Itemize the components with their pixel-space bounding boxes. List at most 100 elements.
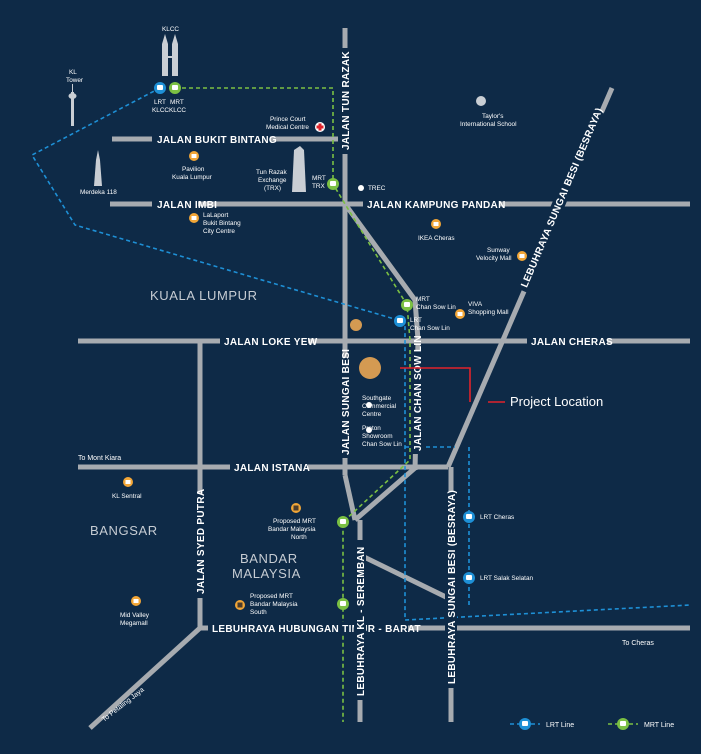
label-southgate-3: Centre bbox=[362, 411, 382, 418]
mall-sunway-icon bbox=[517, 251, 527, 261]
legend: LRT Line MRT Line bbox=[510, 718, 674, 730]
mall-lalaport-icon bbox=[189, 213, 199, 223]
label-mrt-trx-2: TRX bbox=[312, 183, 326, 190]
label-mrt-csl-1: MRT bbox=[416, 296, 430, 303]
label-southgate-2: Commercial bbox=[362, 403, 396, 410]
label-jalan-sungai-besi: JALAN SUNGAI BESI bbox=[341, 349, 352, 455]
label-trx-2: Exchange bbox=[258, 177, 287, 184]
label-lrt-csl-1: LRT bbox=[410, 317, 422, 324]
project-location-marker[interactable] bbox=[359, 357, 381, 379]
merdeka-118-icon bbox=[94, 150, 102, 186]
label-jalan-imbi: JALAN IMBI bbox=[157, 200, 217, 211]
label-mrt-trx-1: MRT bbox=[312, 175, 326, 182]
label-mrt-csl-2: Chan Sow Lin bbox=[416, 304, 456, 311]
klcc-towers-icon bbox=[162, 34, 178, 76]
direction-mont-kiara: To Mont Kiara bbox=[78, 455, 121, 462]
label-kl-tower-1: KL bbox=[69, 69, 77, 76]
station-lrt-chan-sow-lin[interactable] bbox=[394, 315, 406, 327]
label-lebuhraya-hubungan: LEBUHRAYA HUBUNGAN TIMUR - BARAT bbox=[212, 624, 421, 635]
area-bandar-malaysia-1: BANDAR bbox=[240, 551, 298, 566]
trx-tower-icon bbox=[292, 146, 306, 192]
direction-cheras: To Cheras bbox=[622, 640, 654, 647]
label-bmn-1: Proposed MRT bbox=[273, 518, 316, 525]
label-lalaport-2: Bukit Bintang bbox=[203, 220, 241, 227]
area-bandar-malaysia-2: MALAYSIA bbox=[232, 566, 301, 581]
label-taylors-1: Taylor's bbox=[482, 113, 503, 120]
label-kl-sentral: KL Sentral bbox=[112, 493, 142, 500]
label-viva-1: VIVA bbox=[468, 301, 483, 308]
label-bmn-2: Bandar Malaysia bbox=[268, 526, 316, 533]
label-lrt-cheras: LRT Cheras bbox=[480, 514, 514, 521]
label-jalan-loke-yew: JALAN LOKE YEW bbox=[224, 337, 318, 348]
label-bmn-3: North bbox=[291, 534, 307, 541]
road-jalan-sungai-besi-south bbox=[342, 474, 358, 521]
label-prince-court-1: Prince Court bbox=[270, 116, 306, 123]
area-bangsar: BANGSAR bbox=[90, 523, 158, 538]
label-klcc: KLCC bbox=[162, 26, 179, 33]
mall-pavilion-icon bbox=[189, 151, 199, 161]
legend-mrt-label: MRT Line bbox=[644, 722, 674, 729]
label-lalaport-1: LaLaport bbox=[203, 212, 228, 219]
label-jalan-syed-putra: JALAN SYED PUTRA bbox=[196, 489, 207, 594]
label-pavilion-1: Pavilion bbox=[182, 166, 205, 173]
road-labels: JALAN BUKIT BINTANG JALAN TUN RAZAK JALA… bbox=[152, 48, 613, 700]
label-sunway-2: Velocity Mall bbox=[476, 255, 512, 262]
label-lrt-csl-2: Chan Sow Lin bbox=[410, 325, 450, 332]
secondary-project-marker bbox=[350, 319, 362, 331]
station-mrt-klcc[interactable] bbox=[169, 82, 181, 94]
school-icon bbox=[476, 96, 486, 106]
area-kuala-lumpur: KUALA LUMPUR bbox=[150, 288, 258, 303]
label-besraya-north: LEBUHRAYA SUNGAI BESI (BESRAYA) bbox=[519, 106, 605, 289]
label-trec: TREC bbox=[368, 185, 386, 192]
label-kl-tower-2: Tower bbox=[66, 77, 84, 84]
label-mrt-klcc-2: KLCC bbox=[169, 107, 186, 114]
label-lebuhraya-kl-seremban: LEBUHRAYA KL - SEREMBAN bbox=[356, 546, 367, 696]
label-proton-1: Proton bbox=[362, 425, 381, 432]
label-trx-3: (TRX) bbox=[264, 185, 281, 192]
kl-tower-icon bbox=[68, 84, 77, 126]
legend-lrt-label: LRT Line bbox=[546, 722, 574, 729]
label-besraya-south: LEBUHRAYA SUNGAI BESI (BESRAYA) bbox=[447, 490, 458, 684]
label-ikea: IKEA Cheras bbox=[418, 235, 455, 242]
southgate-marker bbox=[366, 402, 372, 408]
label-lrt-klcc-1: LRT bbox=[154, 99, 166, 106]
label-taylors-2: International School bbox=[460, 121, 517, 128]
label-lalaport-3: City Centre bbox=[203, 228, 235, 235]
station-lrt-cheras[interactable] bbox=[463, 511, 475, 523]
station-lrt-salak-selatan[interactable] bbox=[463, 572, 475, 584]
mall-mid-valley-icon bbox=[131, 596, 141, 606]
station-mrt-bandar-malaysia-south[interactable] bbox=[337, 598, 349, 610]
proposed-mrt-north-icon bbox=[291, 503, 301, 513]
station-lrt-klcc[interactable] bbox=[154, 82, 166, 94]
label-trx-1: Tun Razak bbox=[256, 169, 287, 176]
label-mrt-klcc-1: MRT bbox=[170, 99, 184, 106]
label-sunway-1: Sunway bbox=[487, 247, 511, 254]
label-bms-3: South bbox=[250, 609, 267, 616]
label-lrt-salak: LRT Salak Selatan bbox=[480, 575, 533, 582]
label-jalan-tun-razak: JALAN TUN RAZAK bbox=[341, 51, 352, 150]
station-mrt-chan-sow-lin[interactable] bbox=[401, 299, 413, 311]
mall-viva-icon bbox=[455, 309, 465, 319]
label-mid-valley-2: Megamall bbox=[120, 620, 148, 627]
mall-ikea-icon bbox=[431, 219, 441, 229]
label-viva-2: Shopping Mall bbox=[468, 309, 509, 316]
label-mid-valley-1: Mid Valley bbox=[120, 612, 150, 619]
station-mrt-bandar-malaysia-north[interactable] bbox=[337, 516, 349, 528]
road-jalan-chan-sow-lin bbox=[342, 202, 421, 471]
road-chan-sow-lin-connector bbox=[353, 466, 417, 522]
project-pointer-line bbox=[400, 367, 471, 402]
label-jalan-bukit-bintang: JALAN BUKIT BINTANG bbox=[157, 135, 277, 146]
proton-marker bbox=[366, 427, 372, 433]
label-bms-2: Bandar Malaysia bbox=[250, 601, 298, 608]
label-jalan-chan-sow-lin: JALAN CHAN SOW LIN bbox=[413, 335, 424, 451]
direction-petaling-jaya: To Petaling Jaya bbox=[101, 686, 146, 723]
road-to-petaling-jaya bbox=[88, 626, 202, 730]
proposed-mrt-south-icon bbox=[235, 600, 245, 610]
station-mrt-trx[interactable] bbox=[327, 178, 339, 190]
mall-kl-sentral-icon bbox=[123, 477, 133, 487]
label-jalan-istana: JALAN ISTANA bbox=[234, 463, 310, 474]
label-pavilion-2: Kuala Lumpur bbox=[172, 174, 213, 181]
label-lrt-klcc-2: KLCC bbox=[152, 107, 169, 114]
trec-marker bbox=[358, 185, 364, 191]
